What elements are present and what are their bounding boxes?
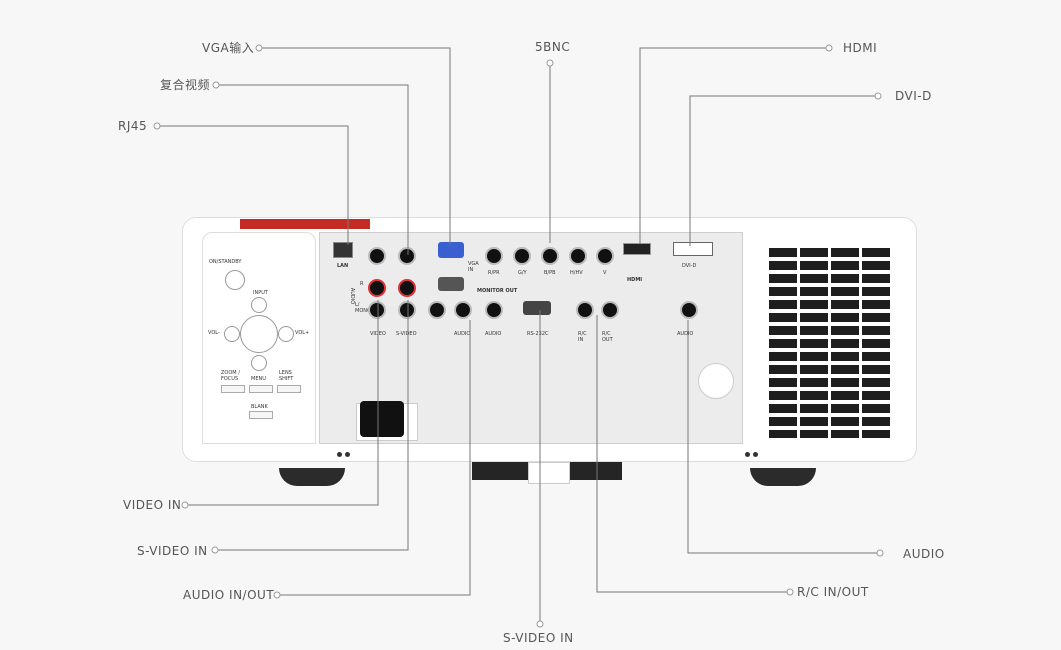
screw-dot [337, 452, 342, 457]
left-foot [279, 468, 345, 486]
bnc-v-port[interactable] [596, 247, 614, 265]
rc-in-label: R/C IN [578, 331, 587, 343]
monitor-out-label: MONITOR OUT [477, 288, 518, 294]
input-label: INPUT [253, 290, 268, 296]
callout-rj45: RJ45 [118, 119, 148, 133]
s-video-label: S-VIDEO [396, 331, 417, 337]
audio-r-label: R [360, 281, 364, 287]
callout-5bnc: 5BNC [535, 40, 571, 54]
vol-plus-label: VOL+ [295, 330, 310, 336]
audio-l-mono-label: L/ MONO [355, 302, 371, 314]
blank-button[interactable] [249, 411, 273, 419]
composite-port[interactable] [368, 247, 386, 265]
callout-rc-in-out: R/C IN/OUT [797, 585, 869, 599]
audio-out-port[interactable] [485, 301, 503, 319]
audio-port-right[interactable] [680, 301, 698, 319]
up-button[interactable] [251, 297, 267, 313]
callout-s-video-in-bottom: S-VIDEO IN [503, 631, 574, 645]
rc-in-port[interactable] [576, 301, 594, 319]
io-port-panel: LAN VGA IN R/PR G/Y B/PB H/HV V HDMI DVI… [319, 232, 743, 444]
on-standby-label: ON/STANDBY [209, 259, 242, 265]
screw-dot [745, 452, 750, 457]
ac-power-inlet[interactable] [360, 401, 404, 437]
lens-shift-button[interactable] [277, 385, 301, 393]
zoom-focus-label: ZOOM / FOCUS [221, 370, 240, 382]
rs232c-label: RS-232C [527, 331, 549, 337]
screw-dot [345, 452, 350, 457]
vga-in-label: VGA IN [468, 261, 479, 273]
dvi-d-port[interactable] [673, 242, 713, 256]
audio-in-port-1[interactable] [428, 301, 446, 319]
g-y-label: G/Y [518, 270, 527, 276]
callout-s-video-in-left: S-VIDEO IN [137, 544, 208, 558]
menu-label: MENU [251, 376, 266, 382]
blank-label: BLANK [251, 404, 268, 410]
vol-down-button[interactable] [224, 326, 240, 342]
rs232c-port[interactable] [523, 301, 551, 315]
lan-port[interactable] [333, 242, 353, 258]
lens-bracket [528, 462, 570, 484]
menu-button[interactable] [249, 385, 273, 393]
down-button[interactable] [251, 355, 267, 371]
callout-vga-in: VGA输入 [202, 41, 255, 55]
s-video-port[interactable] [398, 301, 416, 319]
kensington-lock[interactable] [698, 363, 734, 399]
rc-out-label: R/C OUT [602, 331, 613, 343]
rc-out-port[interactable] [601, 301, 619, 319]
video-port[interactable] [368, 301, 386, 319]
lens-shift-label: LENS SHIFT [279, 370, 294, 382]
audio-in-port-2[interactable] [454, 301, 472, 319]
audio-label-2: AUDIO [485, 331, 502, 337]
callout-composite-video: 复合视频 [160, 78, 211, 92]
hdmi-logo: HDMI [627, 277, 643, 283]
b-pb-label: B/PB [544, 270, 556, 276]
enter-button[interactable] [240, 315, 278, 353]
callout-video-in: VIDEO IN [123, 498, 182, 512]
audio-label-3: AUDIO [677, 331, 694, 337]
r-pr-label: R/PR [488, 270, 500, 276]
ventilation-grille-dividers [769, 248, 891, 438]
audio-r-in-port-2[interactable] [398, 279, 416, 297]
callout-audio-in-out: AUDIO IN/OUT [183, 588, 275, 602]
v-label: V [603, 270, 607, 276]
audio-r-in-port[interactable] [368, 279, 386, 297]
control-panel: ON/STANDBY INPUT VOL- VOL+ ZOOM / FOCUS … [202, 232, 316, 444]
red-indicator-strip [240, 219, 370, 229]
audio-label-1: AUDIO [454, 331, 471, 337]
vol-minus-label: VOL- [208, 330, 220, 336]
dvi-d-label: DVI-D [682, 263, 697, 269]
vga-in-port[interactable] [438, 242, 464, 258]
callout-hdmi: HDMI [843, 41, 878, 55]
lan-label: LAN [337, 263, 349, 269]
vol-up-button[interactable] [278, 326, 294, 342]
bnc-h-hv-port[interactable] [569, 247, 587, 265]
zoom-focus-button[interactable] [221, 385, 245, 393]
bnc-g-y-port[interactable] [513, 247, 531, 265]
bnc-b-pb-port[interactable] [541, 247, 559, 265]
callout-dvi-d: DVI-D [895, 89, 932, 103]
monitor-out-port[interactable] [438, 277, 464, 291]
bnc-r-pr-port[interactable] [485, 247, 503, 265]
screw-dot [753, 452, 758, 457]
right-foot [750, 468, 816, 486]
power-button[interactable] [225, 270, 245, 290]
callout-audio: AUDIO [903, 547, 945, 561]
h-hv-label: H/HV [570, 270, 583, 276]
s-video-port-top[interactable] [398, 247, 416, 265]
hdmi-port[interactable] [623, 243, 651, 255]
